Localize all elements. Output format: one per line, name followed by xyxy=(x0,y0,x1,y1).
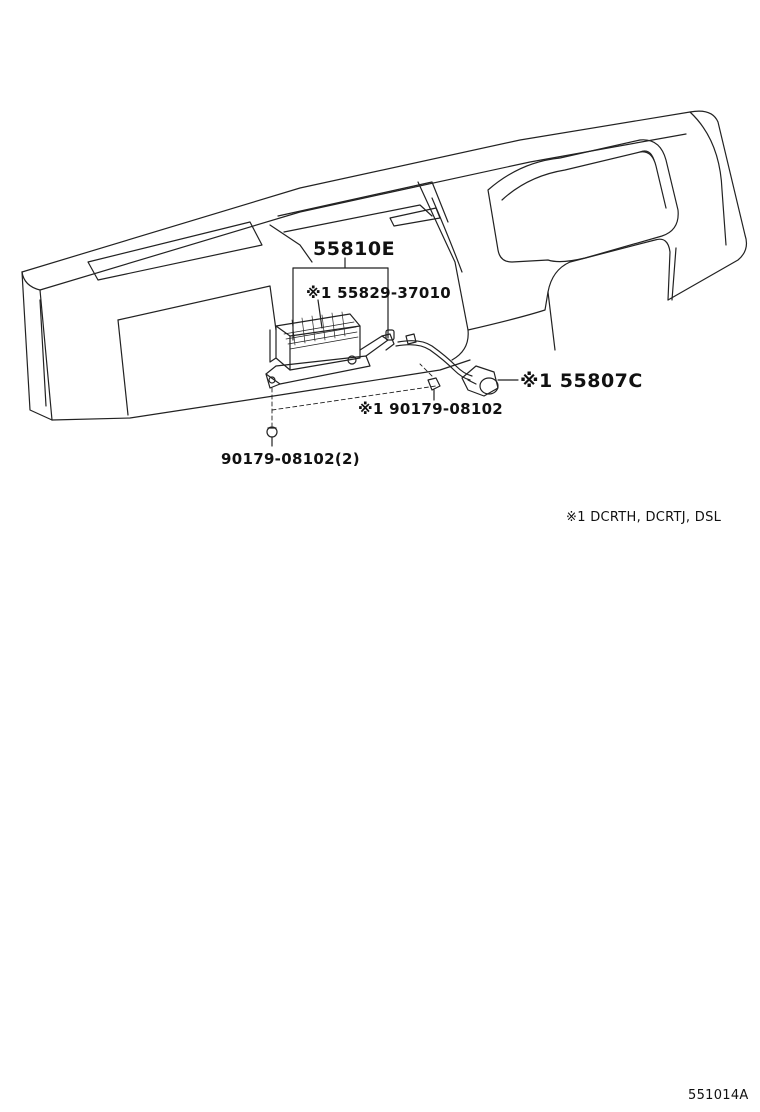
callout-55807c: ※1 55807C xyxy=(520,370,643,392)
clip-right xyxy=(427,377,441,401)
installation-lines xyxy=(271,363,437,427)
illustration-id: 551014A xyxy=(688,1088,749,1103)
leader-55829-37010 xyxy=(317,299,323,329)
clip-left xyxy=(266,426,278,447)
callout-90179-08102-left: 90179-08102(2) xyxy=(221,450,360,468)
cable-and-sensor xyxy=(395,333,519,397)
callout-55810e: 55810E xyxy=(313,238,396,260)
callout-90179-08102-right: ※1 90179-08102 xyxy=(358,400,504,418)
applicability-footnote: ※1 DCRTH, DCRTJ, DSL xyxy=(566,510,722,525)
callout-55829-37010: ※1 55829-37010 xyxy=(306,284,452,302)
instrument-panel-outline xyxy=(21,110,748,421)
heater-control-unit xyxy=(265,311,395,389)
